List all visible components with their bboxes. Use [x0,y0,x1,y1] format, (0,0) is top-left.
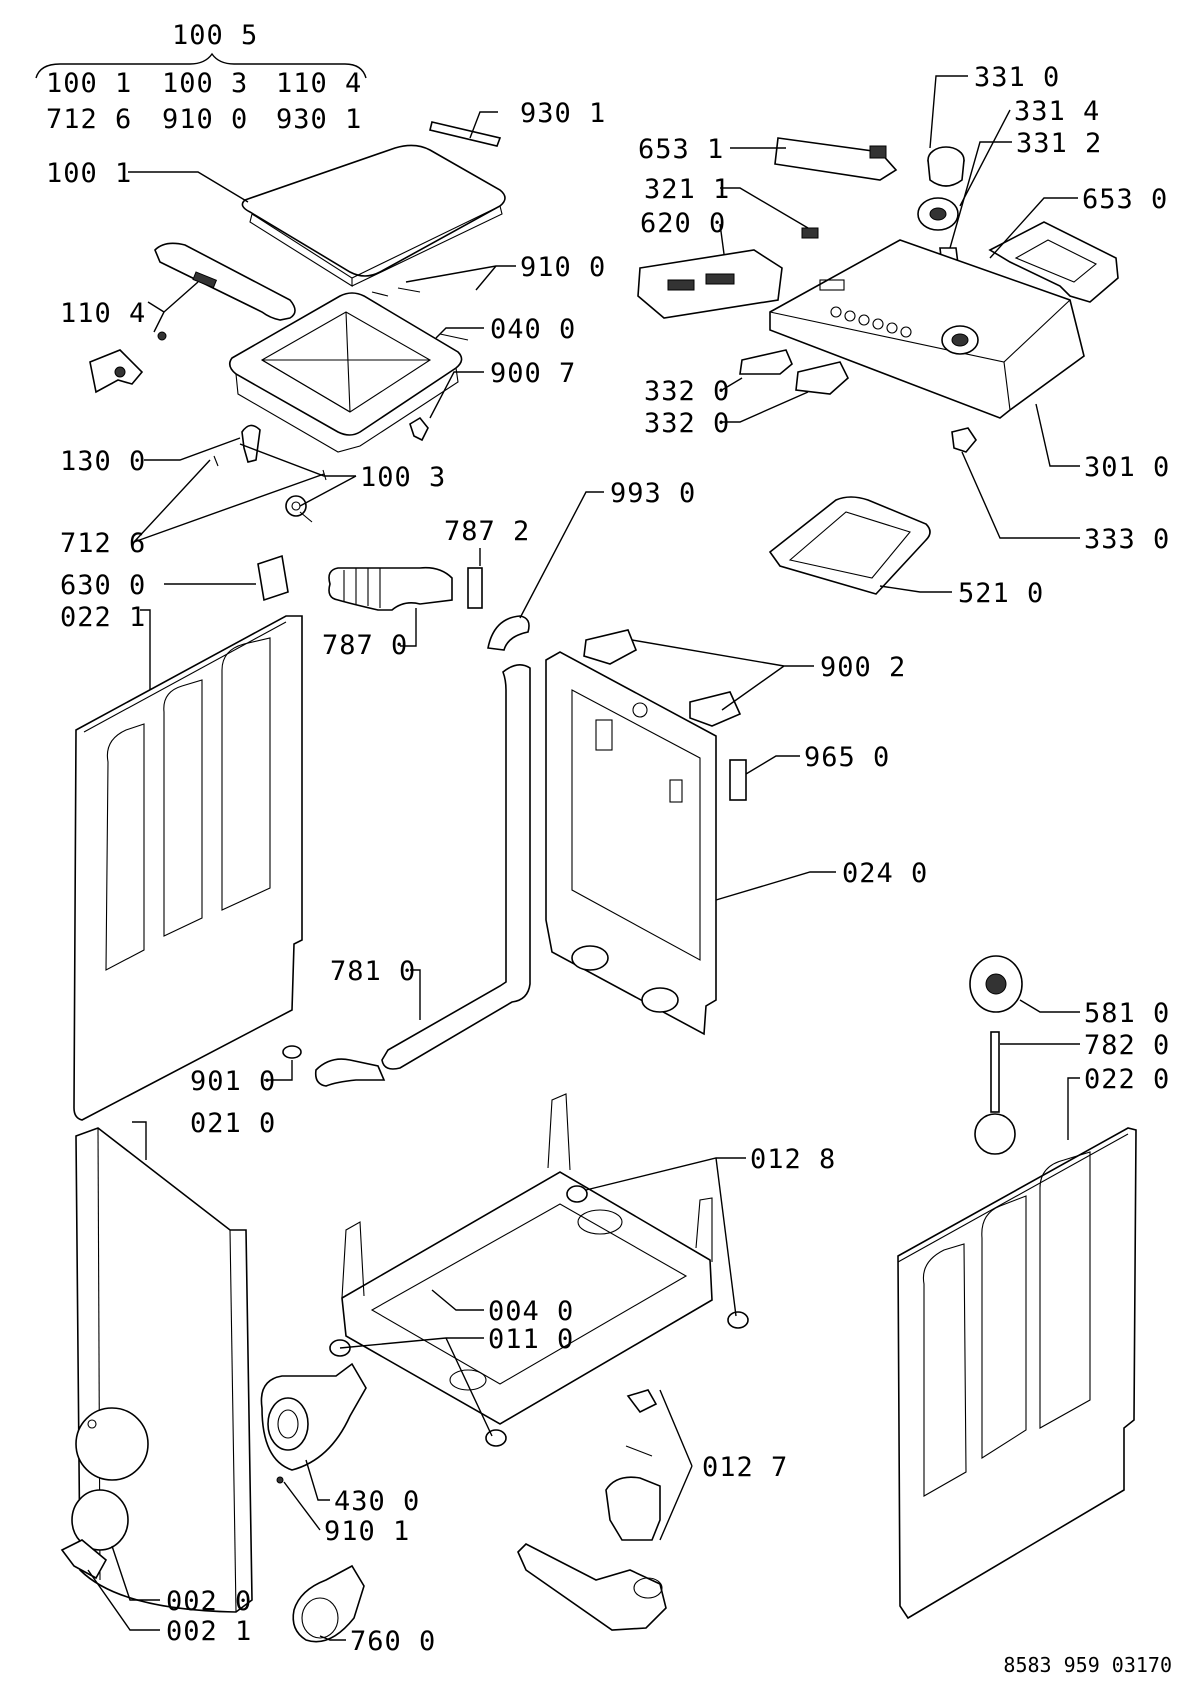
front-panel-021-0 [60,1127,253,1613]
part-332-0-buttons-b [795,361,849,395]
part-021-0-hatch [75,1407,149,1481]
part-spring [285,495,307,517]
label-620-0: 620 0 [640,208,726,239]
part-900-2-bracket-a [583,629,638,665]
label-787-0: 787 0 [322,630,408,661]
label-040-0: 040 0 [490,314,576,345]
back-panel-022-1 [73,615,303,1121]
base-frame [329,1093,749,1447]
part-781-0-hose [381,664,531,1070]
control-panel-assembly [637,137,1119,595]
label-331-0: 331 0 [974,62,1060,93]
label-653-1: 653 1 [638,134,724,165]
part-002-1-clip [60,1539,108,1580]
part-653-0-bracket [988,221,1119,303]
label-333-0: 333 0 [1084,524,1170,555]
side-panel-022-0 [897,1127,1137,1620]
part-333-0-button [951,427,977,453]
document-number: 8583 959 03170 [1003,1653,1172,1677]
part-965-0-clip [729,759,747,801]
label-781-0: 781 0 [330,956,416,987]
header-brace [35,52,367,79]
part-foot-d [485,1429,507,1447]
part-012-8-foot-a [566,1185,588,1203]
label-332-0-a: 332 0 [644,376,730,407]
header-row1-item-3: 110 4 [276,68,362,99]
label-910-1: 910 1 [324,1516,410,1547]
part-110-4-trim [154,242,296,321]
left-mid-parts [257,554,531,1087]
part-787-0-hose [328,566,453,611]
header-title: 100 5 [172,20,258,51]
part-930-1-strip [429,121,502,147]
part-782-0-rod [990,1031,1000,1113]
right-upper-parts [969,955,1023,1155]
front-panel-024-0 [545,629,747,1036]
label-100-1: 100 1 [46,158,132,189]
part-012-8-foot-b [727,1311,749,1329]
label-130-0: 130 0 [60,446,146,477]
label-011-0: 011 0 [488,1324,574,1355]
label-100-3: 100 3 [360,462,446,493]
label-331-2: 331 2 [1016,128,1102,159]
label-653-0: 653 0 [1082,184,1168,215]
label-321-1: 321 1 [644,174,730,205]
header-row1-item-2: 100 3 [162,68,248,99]
header-row2-item-3: 930 1 [276,104,362,135]
label-630-0: 630 0 [60,570,146,601]
part-653-1-board [774,137,898,181]
label-301-0: 301 0 [1084,452,1170,483]
part-760-0-filter [292,1564,365,1643]
label-002-0: 002 0 [166,1586,252,1617]
label-430-0: 430 0 [334,1486,420,1517]
header-group: 100 5 100 1 100 3 110 4 712 6 910 0 930 … [35,20,367,135]
part-521-0-dispenser [768,496,931,595]
label-332-0-b: 332 0 [644,408,730,439]
label-012-7: 012 7 [702,1452,788,1483]
leader-lines [87,75,1080,1641]
label-910-0: 910 0 [520,252,606,283]
label-110-4: 110 4 [60,298,146,329]
label-993-0: 993 0 [610,478,696,509]
pump-parts [260,1362,367,1643]
part-100-1-lid [241,144,506,277]
part-787-2-clip [467,567,483,609]
part-130-0-latch [241,424,261,463]
label-760-0: 760 0 [350,1626,436,1657]
part-993-0-bend [487,615,530,651]
label-782-0: 782 0 [1084,1030,1170,1061]
label-022-0: 022 0 [1084,1064,1170,1095]
part-782-0-ring [974,1113,1016,1155]
part-630-0-box [257,554,289,602]
label-930-1: 930 1 [520,98,606,129]
label-787-2: 787 2 [444,516,530,547]
header-row2-item-2: 910 0 [162,104,248,135]
label-004-0: 004 0 [488,1296,574,1327]
label-002-1: 002 1 [166,1616,252,1647]
part-900-2-bracket-b [689,691,742,727]
label-021-0: 021 0 [190,1108,276,1139]
label-900-7: 900 7 [490,358,576,389]
header-row1-item-1: 100 1 [46,68,132,99]
label-901-0: 901 0 [190,1066,276,1097]
label-965-0: 965 0 [804,742,890,773]
parts-012-7 [517,1389,667,1631]
label-712-6: 712 6 [60,528,146,559]
label-022-1: 022 1 [60,602,146,633]
part-901-0-plug [282,1045,302,1059]
label-024-0: 024 0 [842,858,928,889]
label-581-0: 581 0 [1084,998,1170,1029]
part-900-7-clip [409,416,429,442]
callout-labels: 930 1 100 1 910 0 040 0 900 7 110 4 130 … [46,62,1170,1657]
label-900-2: 900 2 [820,652,906,683]
label-331-4: 331 4 [1014,96,1100,127]
part-321-1-led [801,227,819,239]
header-row2-item-1: 712 6 [46,104,132,135]
label-012-8: 012 8 [750,1144,836,1175]
lid-assembly [89,121,506,523]
part-002-0-cap [71,1489,129,1551]
part-332-0-buttons-a [739,349,793,375]
label-521-0: 521 0 [958,578,1044,609]
